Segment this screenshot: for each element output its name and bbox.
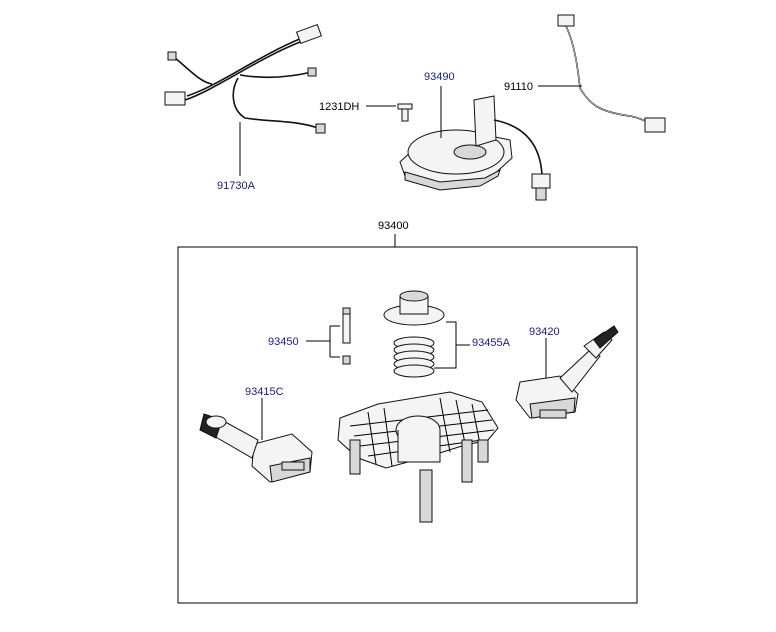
spring-part	[393, 336, 435, 378]
label-light-switch: 93415C	[245, 386, 284, 398]
wiper-switch-part	[515, 325, 619, 419]
clock-spring-part	[399, 95, 551, 201]
switch-body-part	[337, 391, 499, 523]
light-switch-part	[199, 413, 313, 483]
label-assembly: 93400	[378, 220, 409, 232]
leader-spring	[434, 321, 470, 369]
label-pin: 93450	[268, 336, 299, 348]
pin-part	[342, 307, 351, 365]
label-wiper-switch: 93420	[529, 326, 560, 338]
extension-wire-part	[557, 14, 666, 133]
label-clock-spring: 93490	[424, 71, 455, 83]
label-harness: 91730A	[217, 180, 256, 192]
label-extension-wire: 91110	[504, 81, 533, 93]
label-spring: 93455A	[472, 337, 511, 349]
bolt-part	[397, 103, 413, 122]
cancel-cam-part	[383, 290, 445, 326]
label-bolt: 1231DH	[319, 101, 359, 113]
leader-pin	[306, 325, 340, 358]
assembly-frame	[177, 246, 638, 604]
wiring-harness-part	[164, 23, 326, 134]
